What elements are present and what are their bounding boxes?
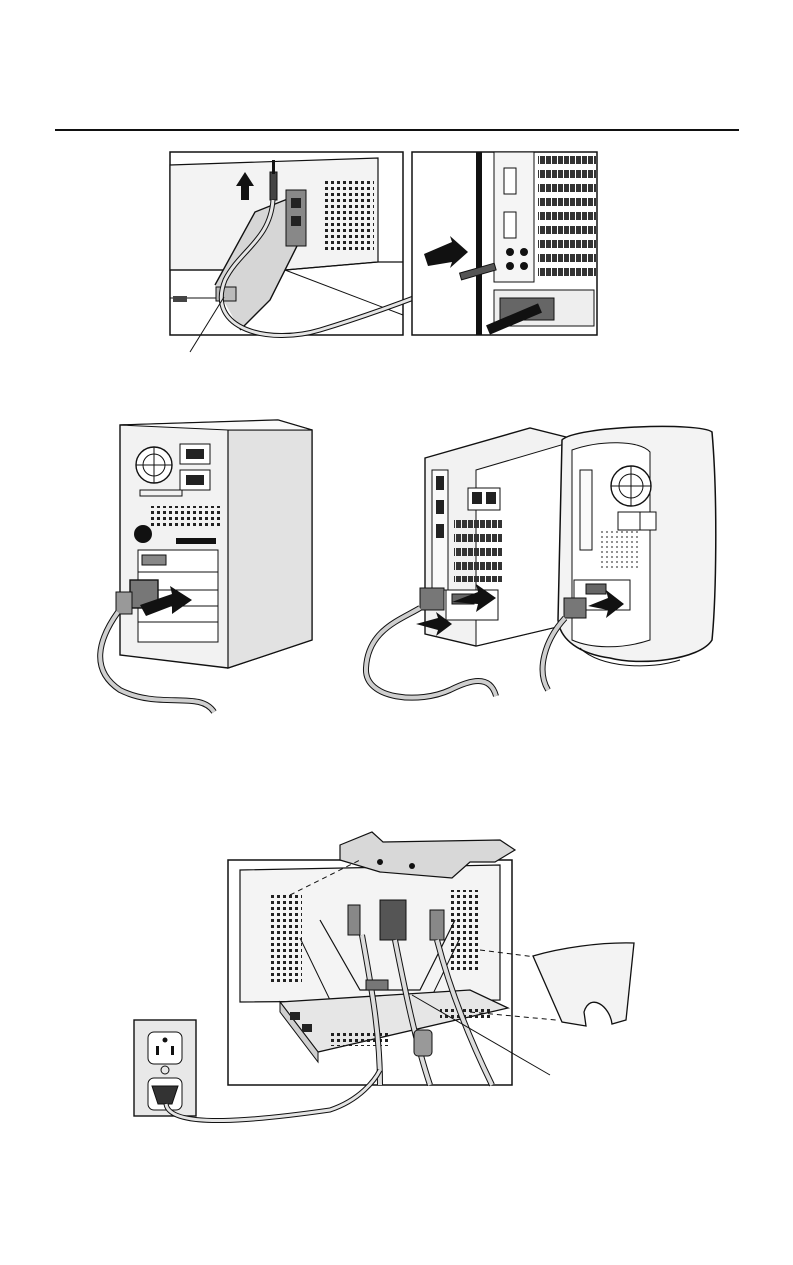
cable-cover-piece	[533, 943, 634, 1026]
signal-cable-figure	[100, 420, 716, 712]
mac-tower	[543, 426, 716, 690]
pc-tower	[100, 420, 312, 712]
audio-connection-figure	[170, 152, 597, 352]
cable-routing-figure	[228, 832, 556, 1085]
computer-rear-panel	[412, 152, 597, 335]
